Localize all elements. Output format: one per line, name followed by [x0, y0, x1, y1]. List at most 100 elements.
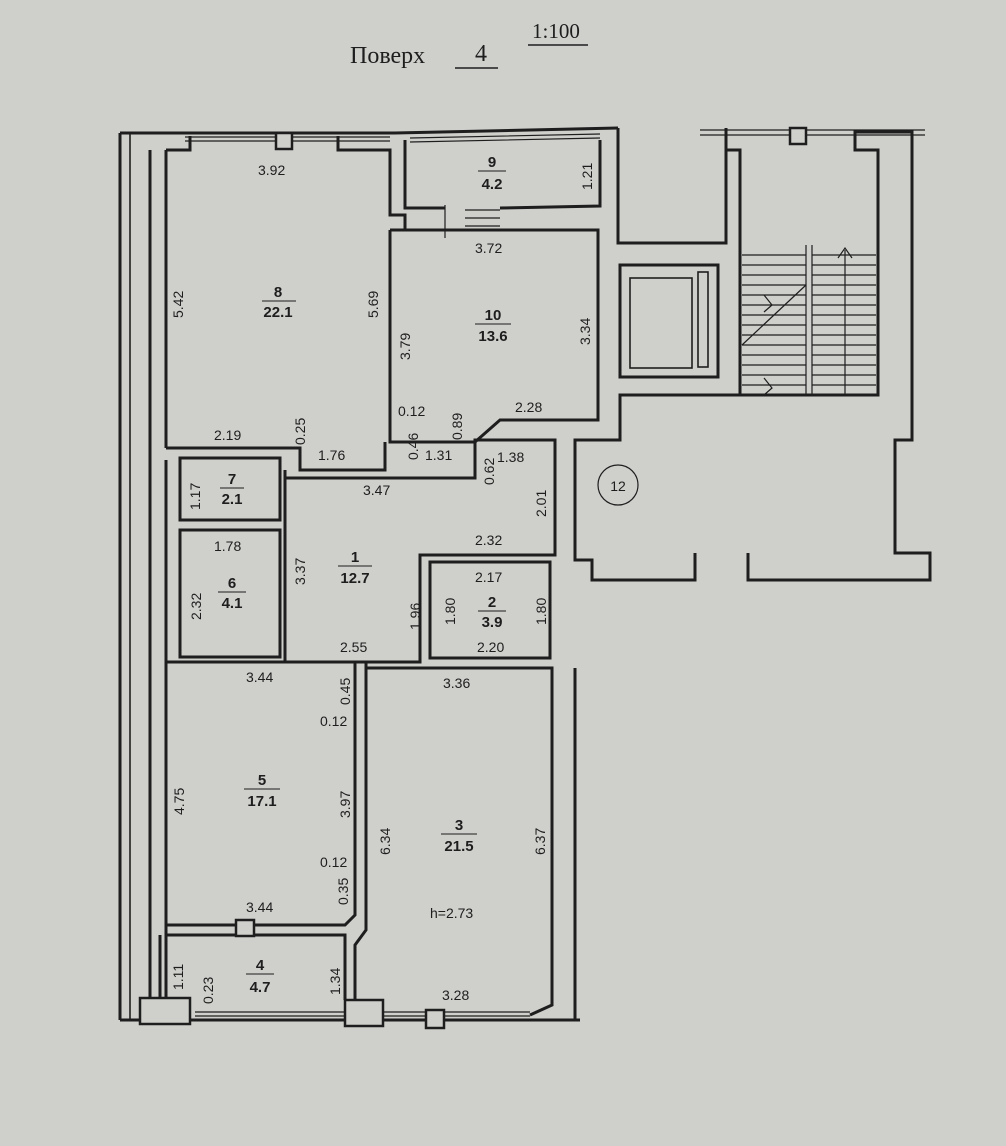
dim-8-step: 0.25: [292, 418, 308, 445]
stair-label-circle: [597, 464, 639, 506]
room-4-label: 4 4.7: [246, 957, 274, 996]
dim-2-bottom: 2.20: [477, 639, 504, 655]
dim-6-top: 1.78: [214, 538, 241, 554]
dim-10-thk: 0.12: [398, 403, 425, 419]
top-window-right: [409, 133, 601, 143]
elevator-rail: [697, 271, 709, 368]
stair-pillar: [788, 126, 808, 146]
dim-3-left: 6.34: [377, 828, 393, 855]
room7-walls: [178, 456, 282, 522]
room-10-label: 10 13.6: [475, 307, 511, 345]
room9-walls: [403, 140, 602, 210]
svg-text:17.1: 17.1: [247, 793, 276, 810]
floor-title: Поверх: [350, 43, 425, 69]
dim-10-right: 3.34: [577, 318, 593, 345]
dim-8-left: 5.42: [170, 291, 186, 318]
dim-4-right: 1.34: [327, 968, 343, 995]
dim-10-door: 1.31: [425, 447, 452, 463]
room8-bottom-wall: [166, 442, 387, 472]
svg-text:3: 3: [455, 817, 463, 834]
dim-1-step: 0.62: [481, 458, 497, 485]
bottom-pillar-mid2: [424, 1008, 446, 1030]
room-6-label: 6 4.1: [218, 575, 246, 612]
scale-label: 1:100: [532, 19, 580, 43]
dim-5-right: 3.97: [337, 791, 353, 818]
elevator-cabin: [629, 277, 693, 369]
svg-text:8: 8: [274, 284, 282, 301]
dim-8-top: 3.92: [258, 162, 285, 178]
dim-9-right: 1.21: [579, 163, 595, 190]
dim-8-bottom: 2.19: [214, 427, 241, 443]
room10-walls: [388, 228, 600, 444]
dim-1-mid: 2.32: [475, 532, 502, 548]
top-wall-right: [394, 126, 619, 135]
dim-1-bottom: 2.55: [340, 639, 367, 655]
inner-pillar: [234, 918, 256, 938]
room-3-label: 3 21.5: [441, 817, 477, 855]
dim-1-left: 3.37: [292, 558, 308, 585]
room-2-label: 2 3.9: [478, 594, 506, 631]
svg-text:5: 5: [258, 772, 266, 789]
stair-block-walls: [573, 128, 932, 582]
dim-5-left: 4.75: [171, 788, 187, 815]
dim-5-step2: 0.35: [335, 878, 351, 905]
room2-walls: [428, 560, 552, 660]
room8-walls: [166, 136, 407, 230]
top-pillar: [274, 131, 294, 151]
dim-2-top: 2.17: [475, 569, 502, 585]
svg-text:1: 1: [351, 549, 359, 566]
dim-1-right: 2.01: [533, 490, 549, 517]
dim-1-top: 3.47: [363, 482, 390, 498]
bottom-pillar-mid: [343, 998, 385, 1028]
dim-4-thk: 0.23: [200, 977, 216, 1004]
dim-2-left: 1.80: [442, 598, 458, 625]
dimensions: 3.92 5.42 5.69 2.19 0.25 1.76 1.21 3.72 …: [170, 162, 595, 1004]
room-8-label: 8 22.1: [262, 284, 296, 321]
svg-text:9: 9: [488, 154, 496, 171]
svg-text:4.1: 4.1: [222, 595, 243, 612]
room-labels: 8 22.1 9 4.2 10 13.6 7 2.1 6 4.1 1 12.7: [218, 154, 626, 996]
dim-2-right: 1.80: [533, 598, 549, 625]
room5-walls: [166, 660, 357, 927]
dim-5-bottom: 3.44: [246, 899, 273, 915]
dim-10-top: 3.72: [475, 240, 502, 256]
svg-text:10: 10: [485, 307, 502, 324]
bottom-pillar-left: [138, 996, 192, 1026]
svg-text:22.1: 22.1: [263, 304, 292, 321]
elevator-shaft: [618, 263, 720, 379]
room9-door: [444, 205, 500, 238]
room4-walls: [158, 933, 347, 1000]
room6-walls: [178, 528, 282, 659]
svg-text:4.2: 4.2: [482, 176, 503, 193]
svg-text:4: 4: [256, 957, 265, 974]
partition-5-3: [353, 662, 368, 1000]
dim-8-right: 5.69: [365, 291, 381, 318]
dim-10-bottom: 2.28: [515, 399, 542, 415]
dim-1-right-top: 1.38: [497, 449, 524, 465]
stair-label: 12: [610, 478, 626, 494]
dim-5-thk1: 0.12: [320, 713, 347, 729]
dim-10-step2: 0.89: [449, 413, 465, 440]
svg-text:21.5: 21.5: [444, 838, 473, 855]
stair-top-window: [700, 129, 925, 136]
dim-7-left: 1.17: [187, 483, 203, 510]
svg-text:7: 7: [228, 471, 236, 488]
plan-header: Поверх 4 1:100: [350, 19, 588, 69]
dim-3-top: 3.36: [443, 675, 470, 691]
svg-text:2: 2: [488, 594, 496, 611]
room3-height: h=2.73: [430, 905, 473, 921]
dim-8-door: 1.76: [318, 447, 345, 463]
stair-flights: [741, 245, 876, 396]
dim-10-step1: 0.46: [405, 433, 421, 460]
svg-text:6: 6: [228, 575, 236, 592]
room-9-label: 9 4.2: [478, 154, 506, 193]
dim-5-thk2: 0.12: [320, 854, 347, 870]
dim-5-step: 0.45: [337, 678, 353, 705]
svg-text:12.7: 12.7: [340, 570, 369, 587]
dim-6-left: 2.32: [188, 593, 204, 620]
dim-3-right: 6.37: [532, 828, 548, 855]
walls: [118, 126, 932, 1030]
room3-walls: [366, 666, 577, 1020]
dim-4-left: 1.11: [170, 964, 186, 990]
